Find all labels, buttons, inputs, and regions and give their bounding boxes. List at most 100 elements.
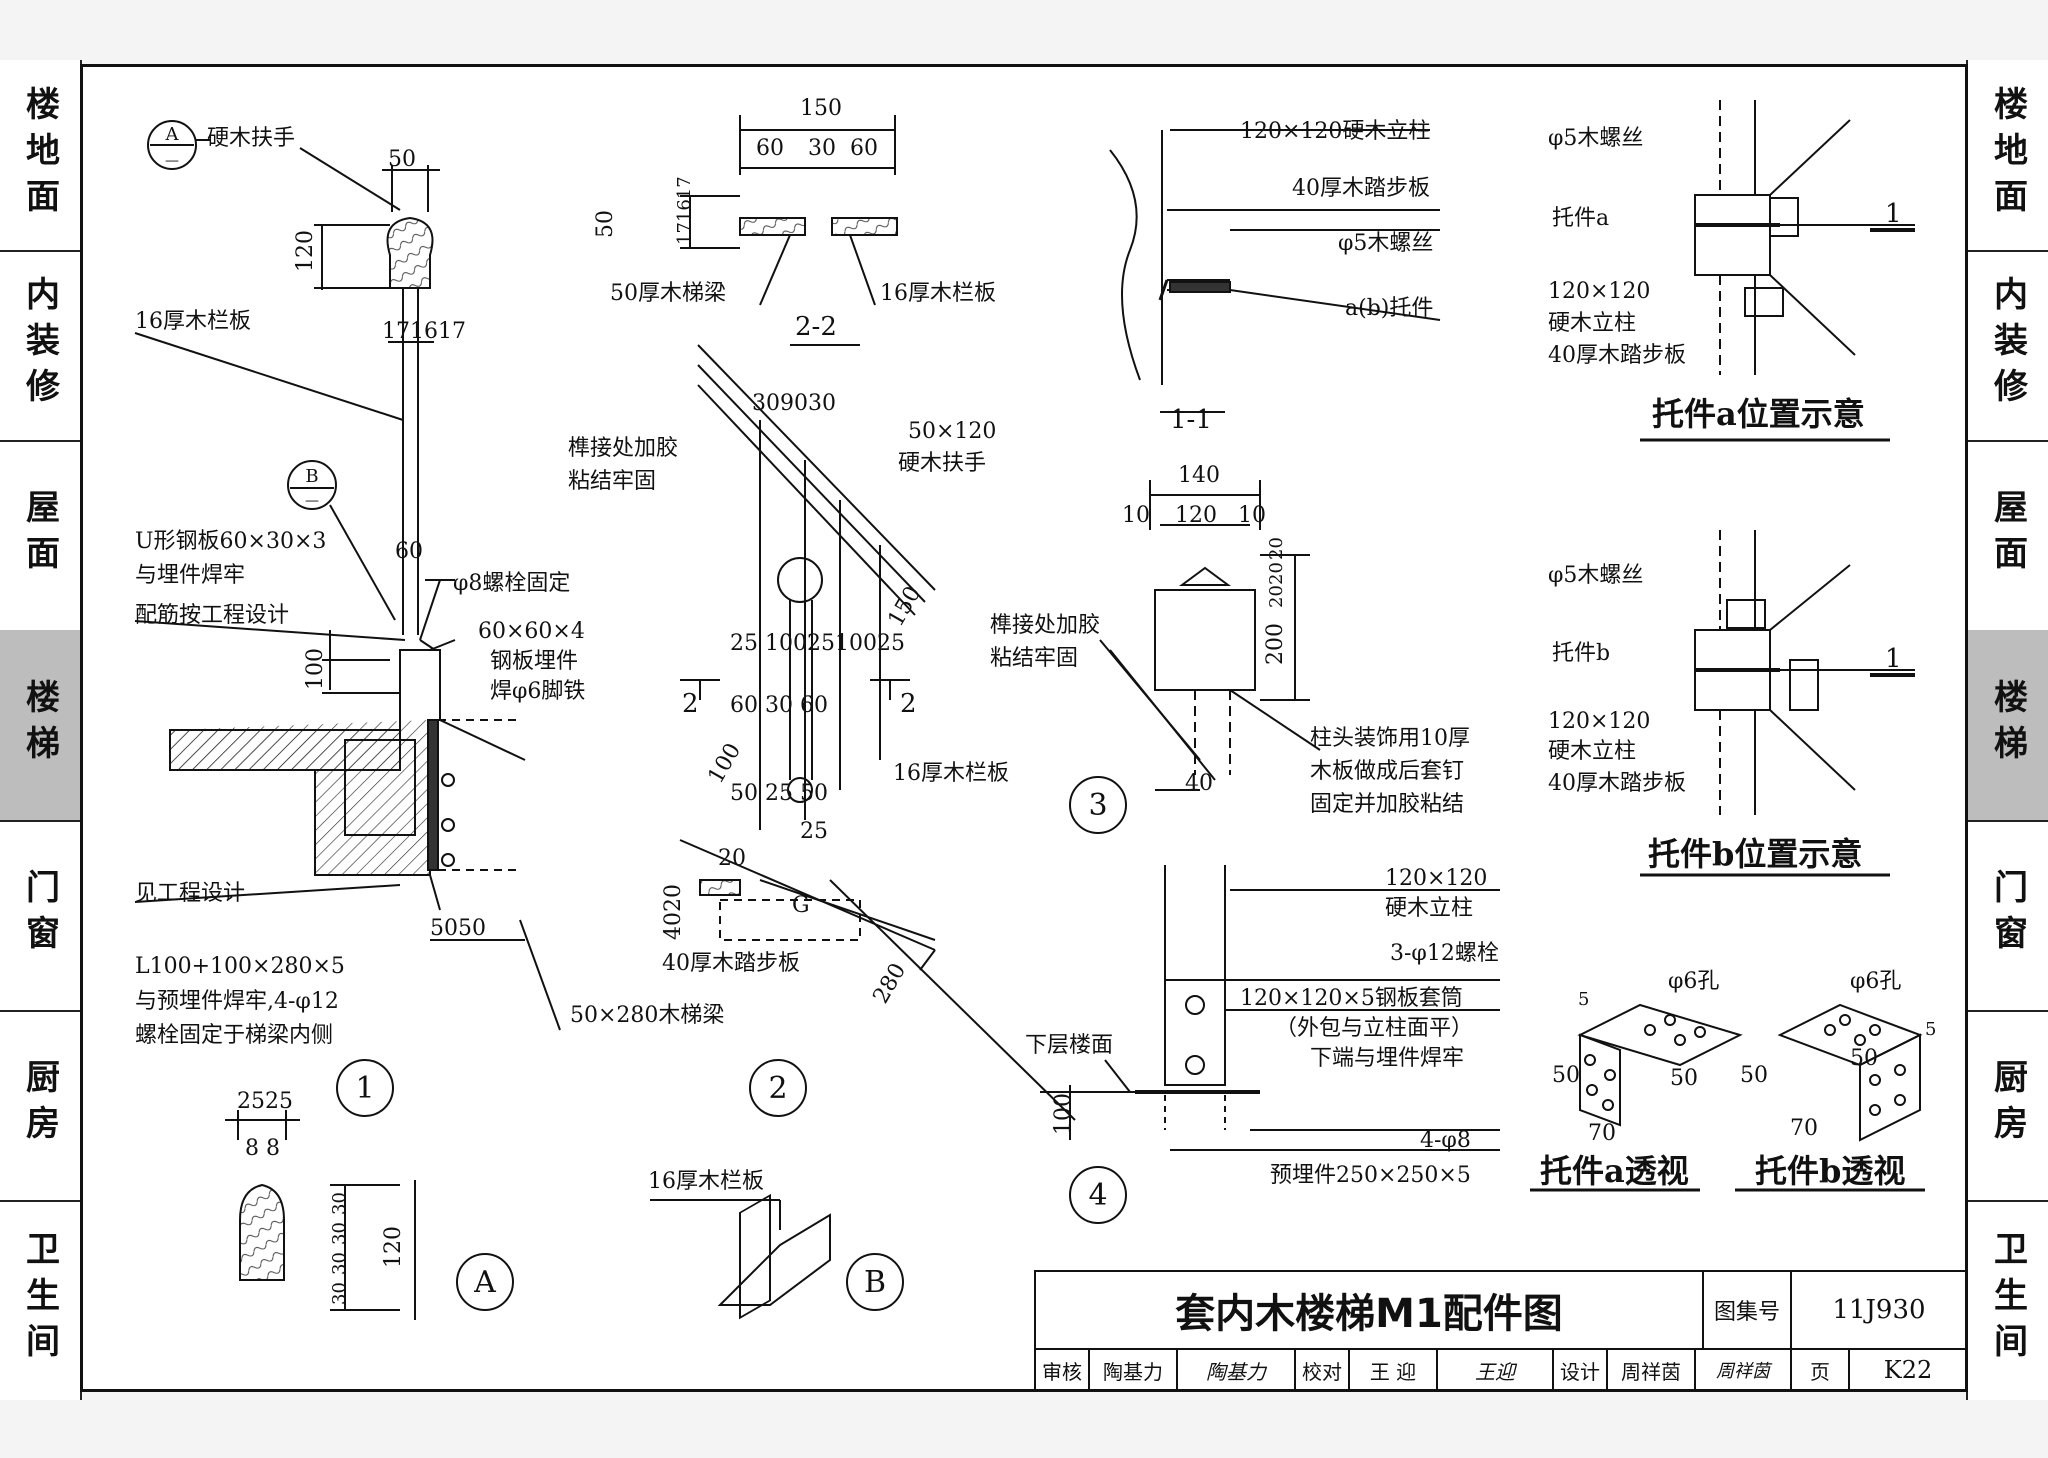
section-1-1 [1109,129,1441,413]
dim-30b-a: 30 [329,1222,350,1245]
page-label: 页 [1790,1348,1850,1392]
label-post-hardwood-ba: 硬木立柱 [1548,311,1636,336]
label-handrail-size: 50×120 [908,419,996,444]
dim-50-d1: 50 [388,147,416,172]
left-index-item-interior[interactable]: 内装修 [0,250,80,442]
label-sleeve-2: （外包与立柱面平） [1275,1016,1473,1041]
reviewer-name: 陶基力 [1088,1348,1178,1392]
caption-bracket-a-position: 托件a位置示意 [1652,395,1865,433]
dim-60-d1: 60 [395,539,423,564]
label-lower-floor: 下层楼面 [1025,1033,1113,1058]
left-index-sidebar: 楼地面 内装修 屋面 楼梯 门窗 厨房 卫生间 [0,60,82,1400]
dim-140-d3: 140 [1178,463,1220,488]
label-tread-bb: 40厚木踏步板 [1548,771,1686,796]
dim-50a-pb: 50 [1740,1063,1768,1088]
right-index-item-floor[interactable]: 楼地面 [1968,60,2048,252]
label-embed-plate: 预埋件250×250×5 [1270,1163,1471,1188]
label-tread-ba: 40厚木踏步板 [1548,343,1686,368]
reviewer-signature: 陶基力 [1176,1348,1296,1392]
dim-4020-d2: 4020 [661,884,686,940]
dim-200-d3: 200 [1263,623,1288,665]
page-number: K22 [1848,1348,1968,1392]
dim-30a-a: 30 [329,1192,350,1215]
dim-5050-d1: 5050 [430,916,486,941]
label-g: G [792,893,810,918]
cut-2-right: 2 [900,689,917,719]
label-post-120-s11: 120×120硬木立柱 [1240,119,1430,144]
label-rebar: 配筋按工程设计 [135,603,289,628]
dim-120-a: 120 [381,1226,406,1268]
dim-20c-d3: 20 [1266,585,1287,608]
bracket-a-position [1640,100,1915,442]
label-baluster-16: 16厚木栏板 [135,309,251,334]
label-tread-d2: 40厚木踏步板 [662,951,800,976]
dim-100-d1: 100 [303,648,328,690]
dim-20a-d3: 20 [1266,537,1287,560]
label-bracket-a: 托件a [1552,206,1609,231]
dim-171617-d1: 171617 [382,319,466,344]
right-index-item-doors-windows[interactable]: 门窗 [1968,820,2048,1012]
label-board-16-b: 16厚木栏板 [648,1169,764,1194]
detail-4-post-base [1040,865,1500,1224]
label-post-hardwood-bb: 硬木立柱 [1548,739,1636,764]
checker-signature: 王迎 [1436,1348,1554,1392]
dim-60a-s22: 60 [756,136,784,161]
dim-100-d4: 100 [1051,1093,1076,1135]
left-index-item-bathroom[interactable]: 卫生间 [19,1231,60,1369]
designer-name: 周祥茵 [1606,1348,1696,1392]
caption-bracket-b-perspective: 托件b透视 [1755,1152,1905,1190]
dim-171617-s22: 171617 [674,176,695,245]
dim-30d-a: 30 [329,1282,350,1305]
label-u-plate: U形钢板60×30×3 [135,529,326,554]
callout-a-sub: — [165,153,179,169]
dim-120-d1: 120 [293,230,318,272]
detail-a-profile [225,1110,514,1320]
label-cap-3: 固定并加胶粘结 [1310,792,1464,817]
callout-a-letter: A [165,124,180,145]
right-index-item-stairs[interactable]: 楼梯 [1968,630,2048,822]
label-handrail-hardwood: 硬木扶手 [898,451,986,476]
left-index-item-doors-windows[interactable]: 门窗 [0,820,80,1012]
label-baluster-d2: 16厚木栏板 [893,761,1009,786]
callout-b-sub: — [305,493,319,509]
section-2-2 [680,115,898,346]
dim-5-b: 5 [1925,1019,1936,1040]
label-post-120-ba: 120×120 [1548,279,1650,304]
label-glue-d3b: 粘结牢固 [990,646,1078,671]
left-index-item-floor[interactable]: 楼地面 [0,60,80,252]
label-beam-280: 50×280木梯梁 [570,1003,724,1028]
detail-3-post-cap [1069,480,1321,834]
caption-bracket-a-perspective: 托件a透视 [1540,1152,1689,1190]
review-label: 审核 [1034,1348,1090,1392]
right-index-item-interior[interactable]: 内装修 [1968,250,2048,442]
dim-row1-d2: 25 1002510025 [730,631,905,656]
detail-3-number: 3 [1088,788,1107,823]
right-index-item-bathroom[interactable]: 卫生间 [1987,1231,2028,1369]
dim-70-pb: 70 [1790,1116,1818,1141]
callout-b-letter: B [305,466,318,487]
label-sleeve-1: 120×120×5钢板套筒 [1240,986,1463,1011]
detail-2-elevation [679,344,1076,1121]
left-index-item-kitchen[interactable]: 厨房 [0,1010,80,1202]
dim-309030-d2: 309030 [752,391,836,416]
label-hardwood-handrail: 硬木扶手 [207,126,295,151]
atlas-label: 图集号 [1702,1270,1792,1350]
dim-50b-pb: 50 [1850,1046,1878,1071]
label-bracket-s11: a(b)托件 [1345,296,1433,321]
section-2-2-title: 2-2 [795,312,837,342]
label-cap-1: 柱头装饰用10厚 [1310,726,1470,751]
dim-10b-d3: 10 [1238,503,1266,528]
atlas-number: 11J930 [1790,1270,1968,1350]
right-index-item-kitchen[interactable]: 厨房 [1968,1010,2048,1202]
right-index-sidebar: 楼地面 内装修 屋面 楼梯 门窗 厨房 卫生间 [1966,60,2048,1400]
drawing-title: 套内木楼梯M1配件图 [1034,1270,1704,1350]
dim-120-d3: 120 [1175,503,1217,528]
dim-20b-d3: 20 [1266,562,1287,585]
cut-1-a: 1 [1885,199,1902,229]
label-sleeve-3: 下端与埋件焊牢 [1310,1046,1464,1071]
detail-4-number: 4 [1088,1178,1107,1213]
left-index-item-stairs[interactable]: 楼梯 [0,630,80,822]
label-post-120-d4: 120×120 [1385,866,1487,891]
label-bolts-12: 3-φ12螺栓 [1390,941,1499,966]
detail-a-number: A [473,1265,496,1300]
